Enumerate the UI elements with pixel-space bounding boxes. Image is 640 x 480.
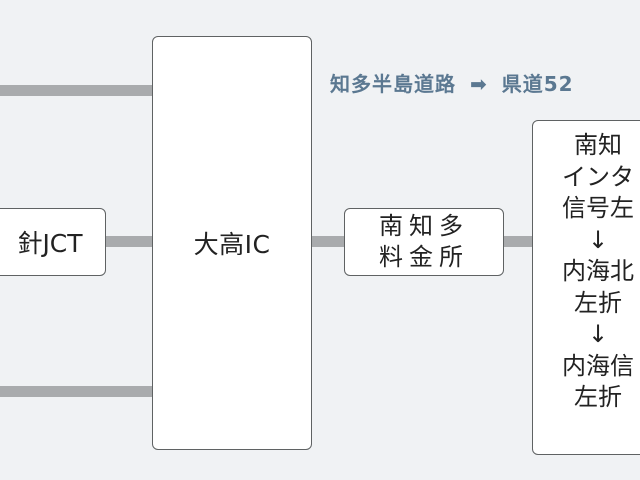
route-line: 信号左 (562, 194, 634, 222)
route-directions-box: 南知 インタ 信号左 ↓ 内海北 左折 ↓ 内海信 左折 (532, 120, 640, 455)
toll-line-1: 南知多 (379, 212, 469, 240)
ic-label: 大高IC (193, 230, 271, 259)
route-line: 内海北 (562, 257, 634, 285)
connector-top-left (0, 85, 152, 96)
down-arrow-icon: ↓ (587, 225, 609, 254)
route-line: 左折 (574, 288, 622, 317)
jct-label: 針JCT (17, 229, 83, 258)
route-line: 内海信 (562, 351, 634, 380)
connector-bottom-left (0, 386, 152, 397)
route-line: 左折 (574, 383, 622, 411)
connector-ic-toll (312, 236, 344, 247)
route-line: 南知 (574, 131, 622, 159)
route-heading: 知多半島道路 ➡ 県道52 (330, 68, 574, 97)
route-line: インタ (562, 162, 634, 191)
toll-gate-box: 南知多 料金所 (344, 208, 504, 276)
right-arrow-icon: ➡ (469, 72, 488, 96)
connector-toll-route (504, 236, 532, 247)
toll-line-2: 料金所 (379, 243, 469, 271)
down-arrow-icon: ↓ (587, 320, 609, 348)
heading-from: 知多半島道路 (330, 72, 456, 96)
heading-to: 県道52 (501, 72, 574, 96)
ic-box: 大高IC (152, 36, 312, 450)
connector-jct-ic (106, 236, 152, 247)
jct-box: 針JCT (0, 208, 106, 276)
